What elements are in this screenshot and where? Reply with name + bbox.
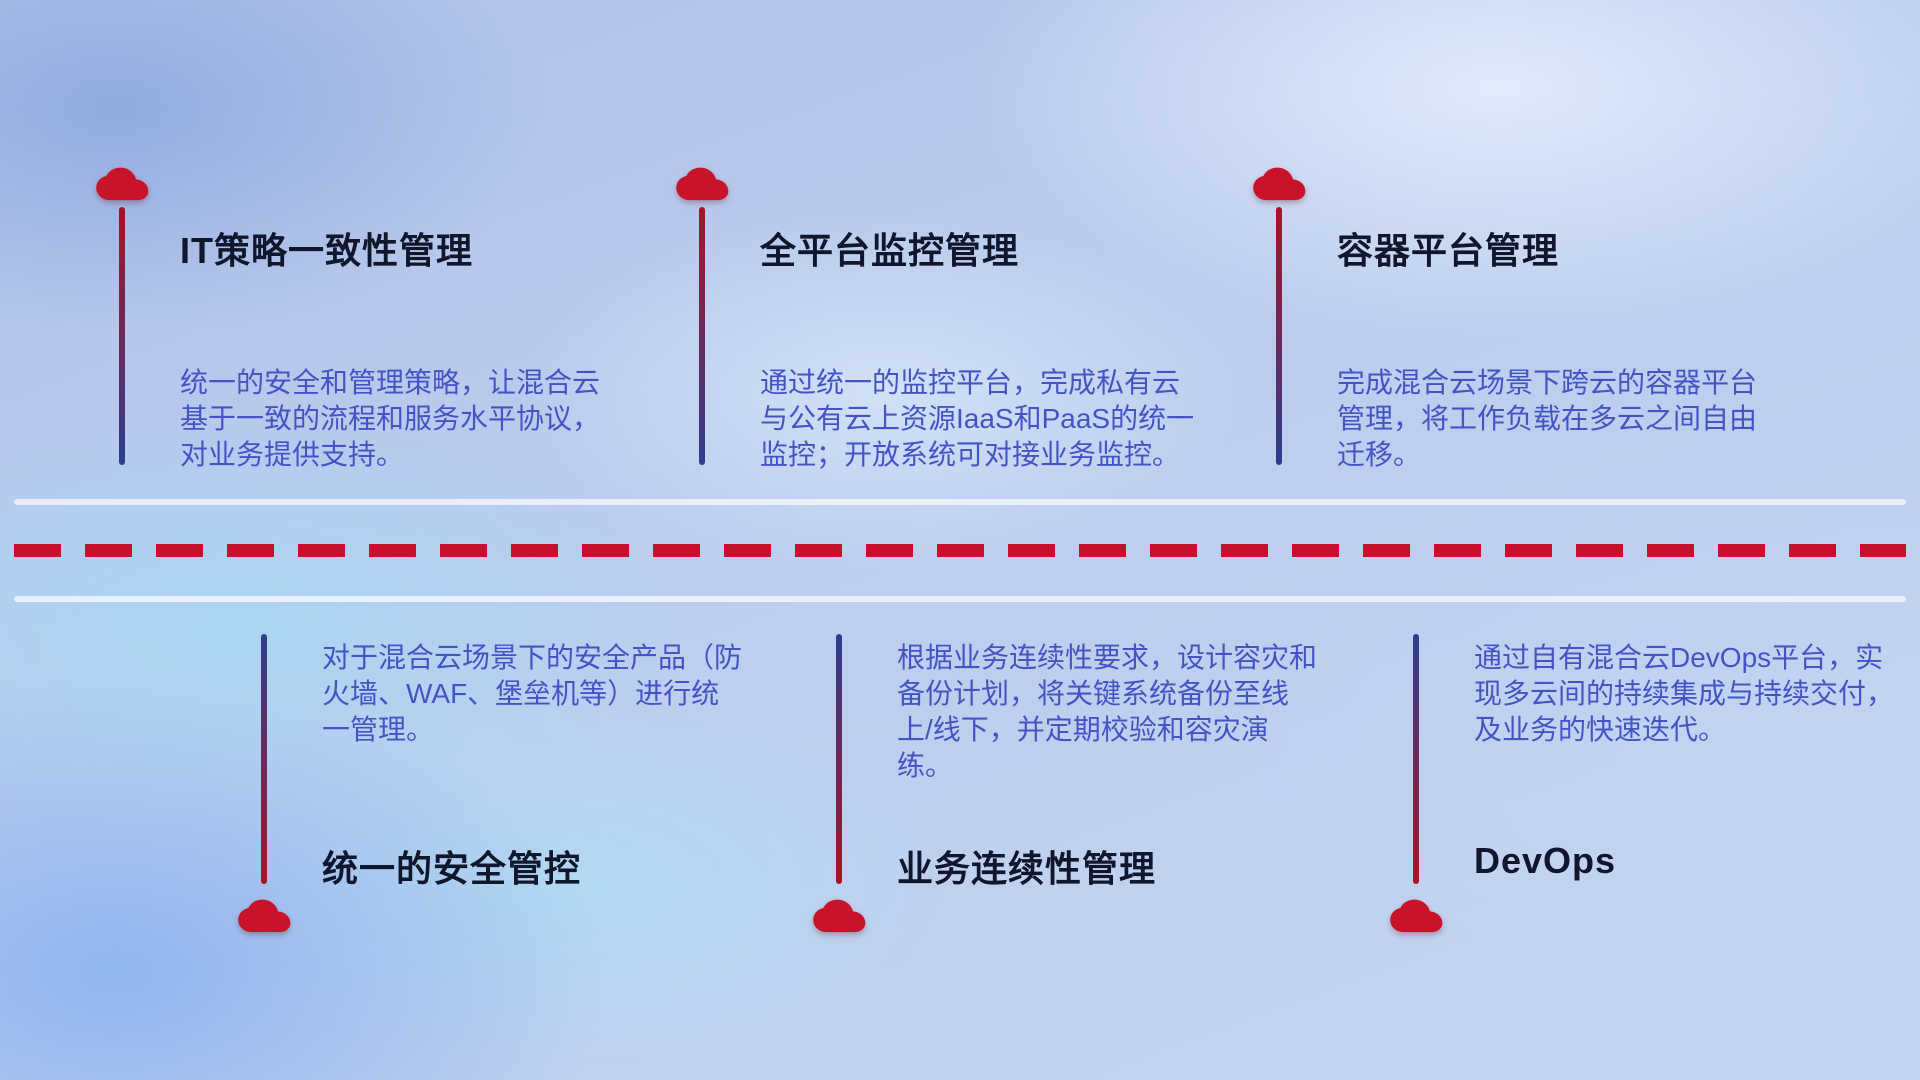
feature-title: 业务连续性管理 (897, 848, 1157, 889)
cloud-pin (94, 165, 150, 465)
pin-line (1413, 634, 1419, 884)
feature-title: 统一的安全管控 (322, 848, 582, 889)
pin-line (119, 207, 125, 465)
feature-description: 对于混合云场景下的安全产品（防火墙、WAF、堡垒机等）进行统一管理。 (322, 642, 743, 745)
cloud-icon (96, 167, 149, 201)
cloud-icon (1253, 167, 1306, 201)
feature-title: IT策略一致性管理 (180, 230, 473, 271)
feature-title: DevOps (1474, 840, 1617, 881)
cloud-icon (1390, 899, 1443, 933)
feature-description: 通过自有混合云DevOps平台，实现多云间的持续集成与持续交付，及业务的快速迭代… (1474, 642, 1895, 745)
cloud-pin (1251, 165, 1307, 465)
dashed-line (14, 544, 1906, 557)
pin-line (261, 634, 267, 884)
solid-line-top (14, 499, 1906, 505)
feature-description: 完成混合云场景下跨云的容器平台管理，将工作负载在多云之间自由迁移。 (1337, 367, 1758, 470)
feature-title: 容器平台管理 (1337, 230, 1560, 271)
pin-line (699, 207, 705, 465)
feature-description: 根据业务连续性要求，设计容灾和备份计划，将关键系统备份至线上/线下，并定期校验和… (897, 642, 1318, 781)
cloud-pin (236, 634, 292, 937)
cloud-icon (238, 899, 291, 933)
feature-description: 统一的安全和管理策略，让混合云基于一致的流程和服务水平协议，对业务提供支持。 (180, 367, 601, 470)
cloud-icon (676, 167, 729, 201)
feature-title: 全平台监控管理 (760, 230, 1020, 271)
pin-line (1276, 207, 1282, 465)
pin-line (836, 634, 842, 884)
cloud-pin (674, 165, 730, 465)
feature-description: 通过统一的监控平台，完成私有云与公有云上资源IaaS和PaaS的统一监控；开放系… (760, 367, 1195, 470)
cloud-pin (1388, 634, 1444, 937)
cloud-pin (811, 634, 867, 937)
cloud-icon (813, 899, 866, 933)
solid-line-bottom (14, 596, 1906, 602)
